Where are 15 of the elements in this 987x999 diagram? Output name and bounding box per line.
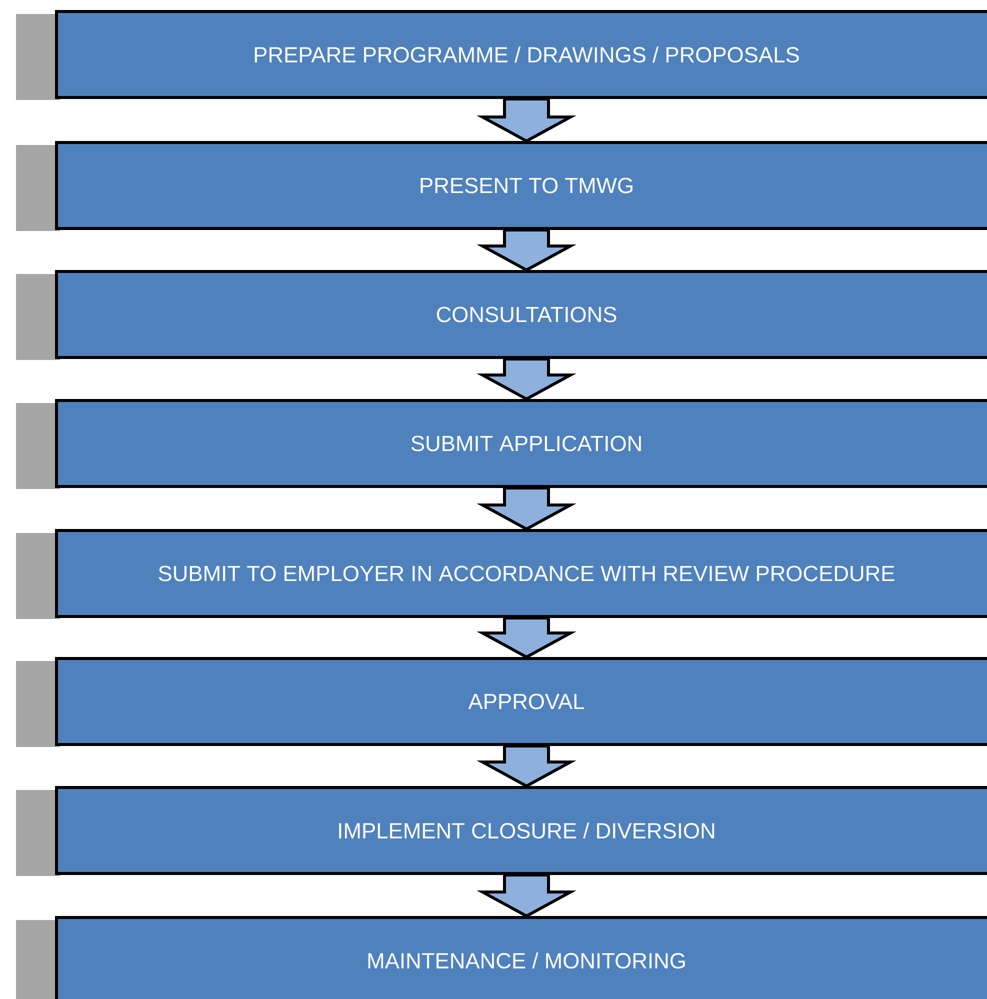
block-arrow	[476, 616, 576, 659]
block-arrow	[476, 228, 576, 272]
block-arrow	[476, 358, 576, 401]
block-arrow	[476, 874, 576, 918]
process-box: APPROVAL	[16, 657, 987, 747]
block-arrow	[476, 744, 576, 788]
process-box: IMPLEMENT CLOSURE / DIVERSION	[16, 786, 987, 876]
block-arrow	[476, 486, 576, 531]
block-arrow	[476, 98, 576, 143]
process-box: SUBMIT TO EMPLOYER IN ACCORDANCE WITH REVIEW PROCEDURE	[16, 529, 987, 619]
process-box: SUBMIT APPLICATION	[16, 399, 987, 489]
process-box: CONSULTATIONS	[16, 270, 987, 360]
process-box: PREPARE PROGRAMME / DRAWINGS / PROPOSALS	[16, 10, 987, 100]
process-box: MAINTENANCE / MONITORING	[16, 916, 987, 999]
process-box: PRESENT TO TMWG	[16, 141, 987, 231]
